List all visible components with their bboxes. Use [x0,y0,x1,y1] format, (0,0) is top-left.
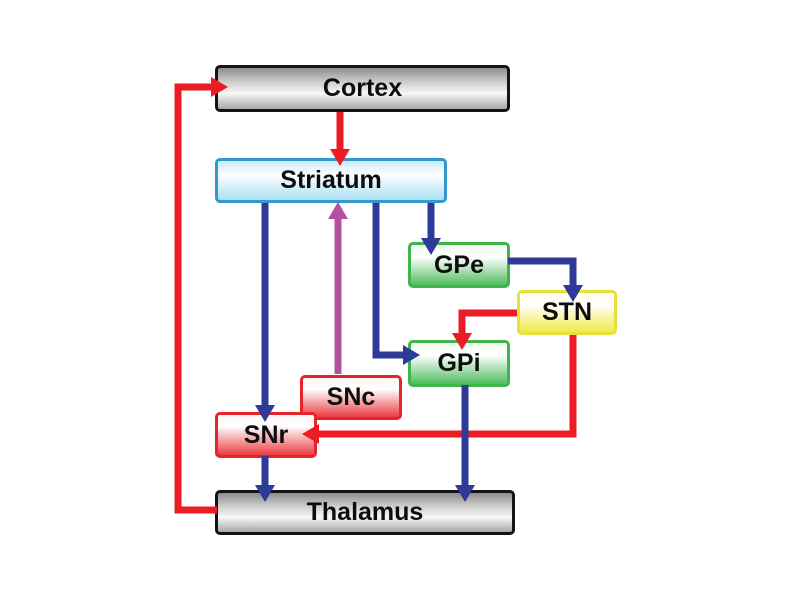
node-striatum: Striatum [215,158,447,203]
node-cortex-label: Cortex [322,74,403,102]
node-gpi: GPi [408,340,510,387]
node-gpe-label: GPe [433,250,485,279]
node-snc-label: SNc [326,383,376,411]
node-gpe: GPe [408,242,510,288]
node-snr-label: SNr [243,420,289,449]
node-gpi-label: GPi [437,349,481,377]
node-striatum-label: Striatum [280,166,382,194]
edge-gpe-stn [508,257,583,302]
node-thalamus-label: Thalamus [306,498,424,526]
node-stn: STN [517,290,617,335]
node-stn-label: STN [542,298,592,326]
node-cortex: Cortex [215,65,510,112]
edge-striatum-gpi [372,203,420,365]
node-snr: SNr [215,412,317,458]
edge-stn-gpi [452,309,517,350]
node-thalamus: Thalamus [215,490,515,535]
edge-thalamus-cortex [174,77,228,514]
